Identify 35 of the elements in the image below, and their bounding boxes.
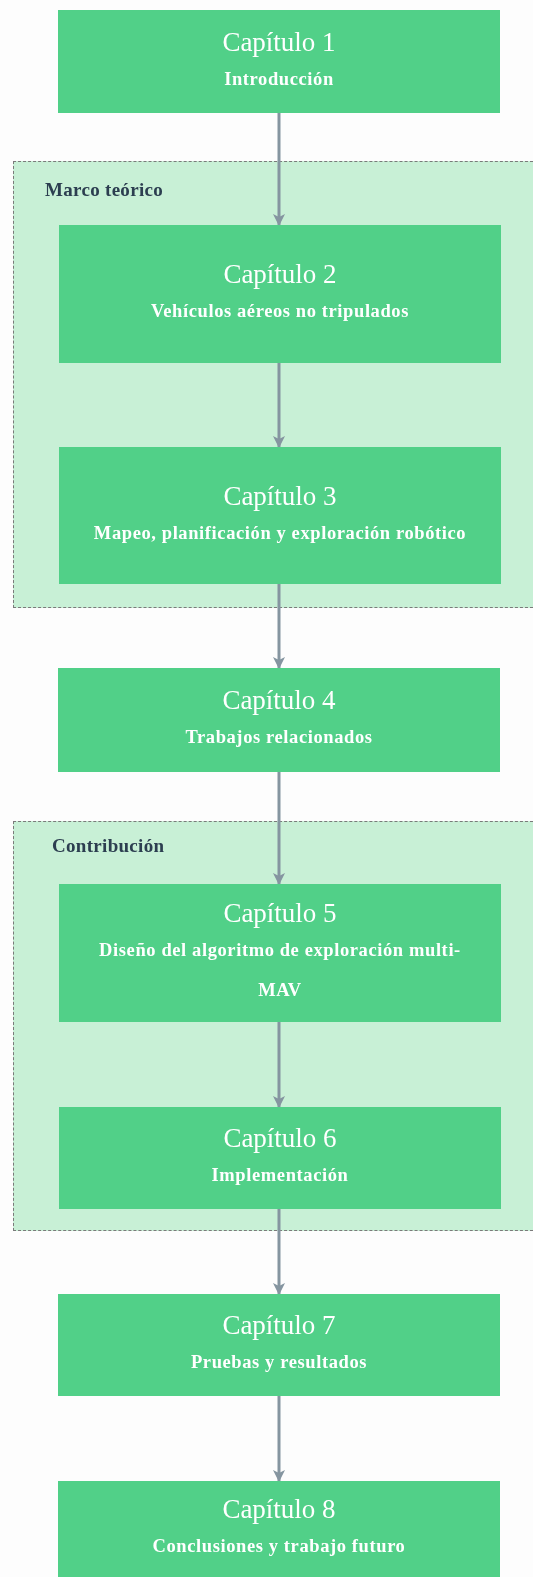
dashed-group-panel (13, 161, 533, 608)
chapter-title: Trabajos relacionados (184, 726, 374, 749)
chapter-title: Pruebas y resultados (189, 1351, 369, 1374)
chapter-title: Conclusiones y trabajo futuro (151, 1535, 407, 1558)
arrow (273, 1396, 285, 1482)
chapter-title: Mapeo, planificación y exploración robótico (92, 521, 468, 545)
arrow (273, 772, 285, 885)
chapter-box (58, 10, 500, 113)
chapter-box (59, 884, 501, 1022)
chapter-box (58, 668, 500, 772)
chapter-title: Introducción (223, 67, 335, 91)
chapter-box (59, 1107, 501, 1209)
chapter-title: Implementación (210, 1164, 350, 1187)
chapter-title: Diseño del algoritmo de exploración multi-MAV (98, 939, 462, 1002)
arrow (273, 1022, 285, 1108)
chapter-number: Capítulo 5 (223, 897, 337, 930)
chapter-number: Capítulo 3 (223, 479, 337, 513)
chapter-box (58, 1481, 500, 1577)
group-label: Contribución (52, 835, 165, 857)
chapter-box (58, 1294, 500, 1396)
arrow (273, 584, 285, 669)
chapter-number: Capítulo 4 (222, 684, 336, 717)
chapter-box (59, 447, 501, 584)
chapter-number: Capítulo 6 (223, 1122, 337, 1155)
group-label: Marco teórico (45, 179, 163, 201)
arrow (273, 363, 285, 448)
chapter-number: Capítulo 7 (222, 1309, 336, 1342)
chapter-title: Vehículos aéreos no tripulados (150, 300, 410, 323)
arrow (273, 113, 285, 226)
chapter-number: Capítulo 1 (222, 25, 336, 59)
chapter-number: Capítulo 8 (222, 1493, 336, 1526)
chapter-number: Capítulo 2 (223, 258, 337, 291)
dashed-group-panel (13, 821, 533, 1231)
arrow (273, 1209, 285, 1295)
chapter-box (59, 225, 501, 363)
